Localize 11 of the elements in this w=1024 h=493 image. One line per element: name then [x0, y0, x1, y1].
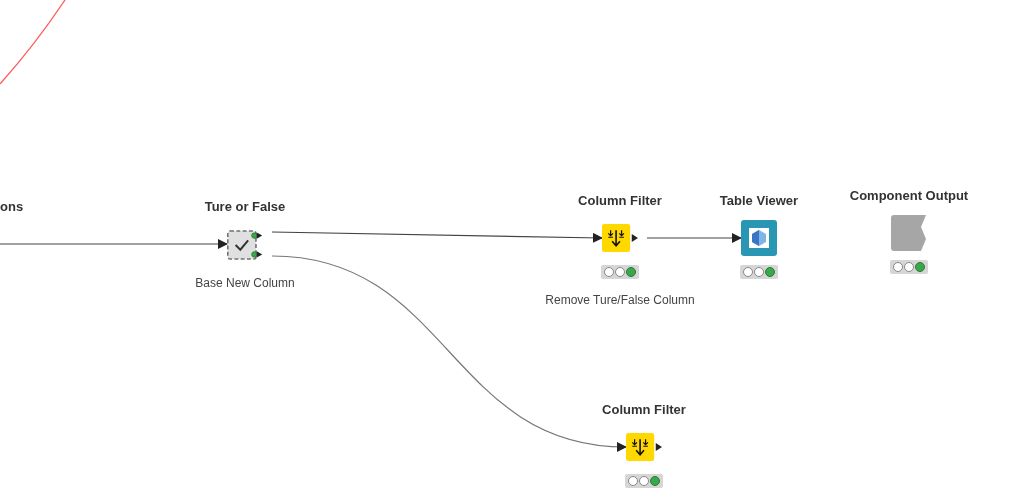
node-title: Column Filter	[578, 193, 662, 209]
connector-arrow	[271, 255, 627, 452]
connector-arrow	[0, 239, 228, 249]
node-annotation: Remove Ture/False Column	[545, 292, 695, 308]
connector-arrow	[271, 231, 603, 243]
connector-arrow	[646, 233, 742, 243]
node-annotation: Base New Column	[195, 275, 295, 291]
node-title: Ture or False	[204, 199, 286, 215]
node-title: Column Filter	[602, 402, 686, 418]
node-title: Component Output	[849, 188, 969, 204]
node-title: Table Viewer	[719, 193, 799, 209]
